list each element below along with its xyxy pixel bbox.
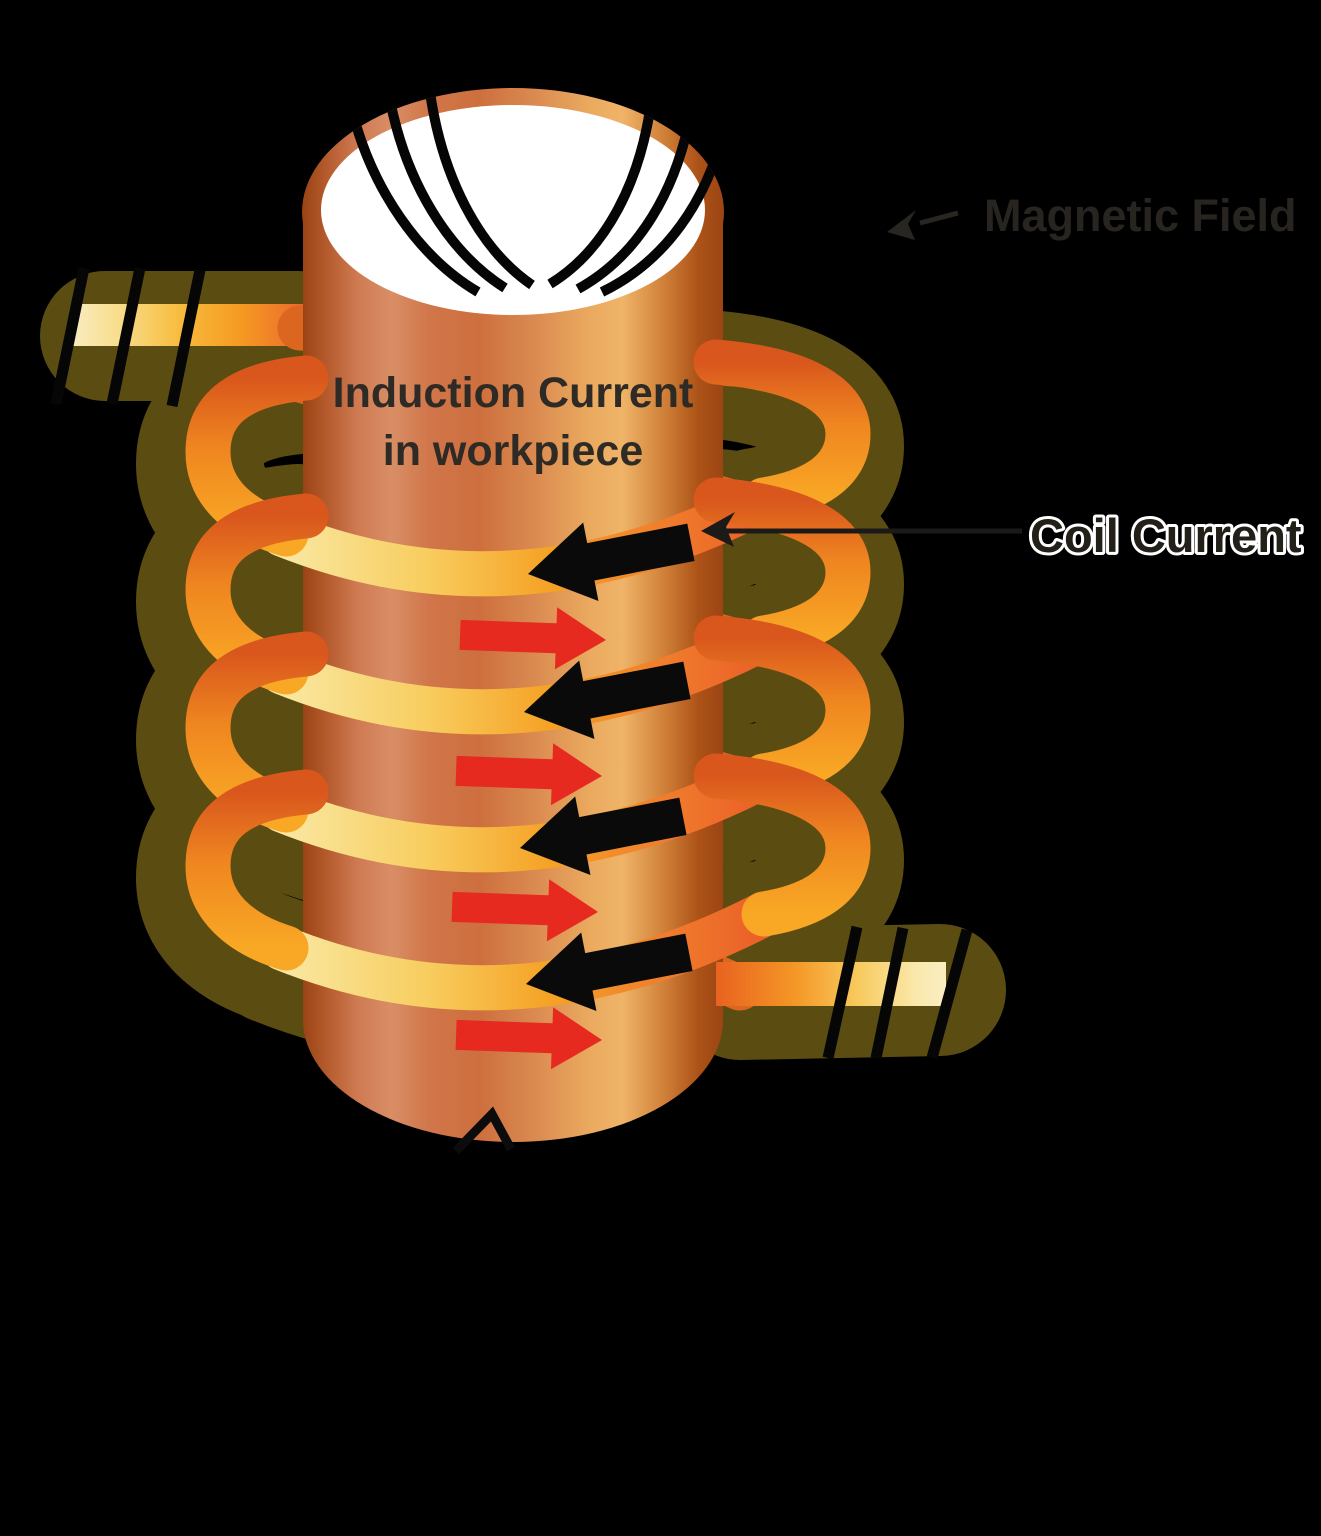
coil-turn — [259, 891, 787, 1011]
coil-front-bands — [259, 477, 787, 1011]
coil-side-loops — [185, 339, 871, 971]
coil-turn — [259, 615, 787, 735]
workpiece-label-line1: Induction Current — [333, 369, 694, 417]
coil-turn — [259, 477, 787, 597]
bottom-chevron-arrow-icon — [452, 1106, 515, 1155]
field-line-icon — [385, 99, 508, 293]
magnetic-field-annotation: Magnetic Field — [887, 190, 1297, 241]
coil-loop-right — [693, 477, 871, 661]
coil-current-annotation: Coil Current — [701, 506, 1305, 565]
coil-current-label: Coil Current — [1030, 509, 1302, 562]
top-lead-band-stripes — [50, 266, 206, 408]
top-lead — [50, 266, 312, 408]
coil-turn — [259, 753, 787, 873]
coil-loop-right — [693, 615, 871, 799]
coil-loop-left — [185, 769, 329, 971]
cylinder-body — [303, 212, 723, 1142]
magnetic-field-arrowhead-icon — [887, 210, 916, 240]
field-line-icon — [347, 108, 481, 297]
coil-loop-right — [693, 339, 871, 523]
workpiece-label-line2: in workpiece — [383, 427, 643, 475]
magnetic-field-label: Magnetic Field — [984, 190, 1297, 241]
field-line-icon — [547, 94, 657, 289]
coil-loop-right — [693, 753, 871, 937]
bottom-lead-band-stripes — [822, 925, 973, 1060]
coil-current-arrowhead-icon — [701, 512, 735, 547]
field-line-icon — [425, 91, 535, 290]
bottom-lead — [716, 925, 973, 1060]
magnetic-field-arrow-line — [919, 210, 959, 226]
